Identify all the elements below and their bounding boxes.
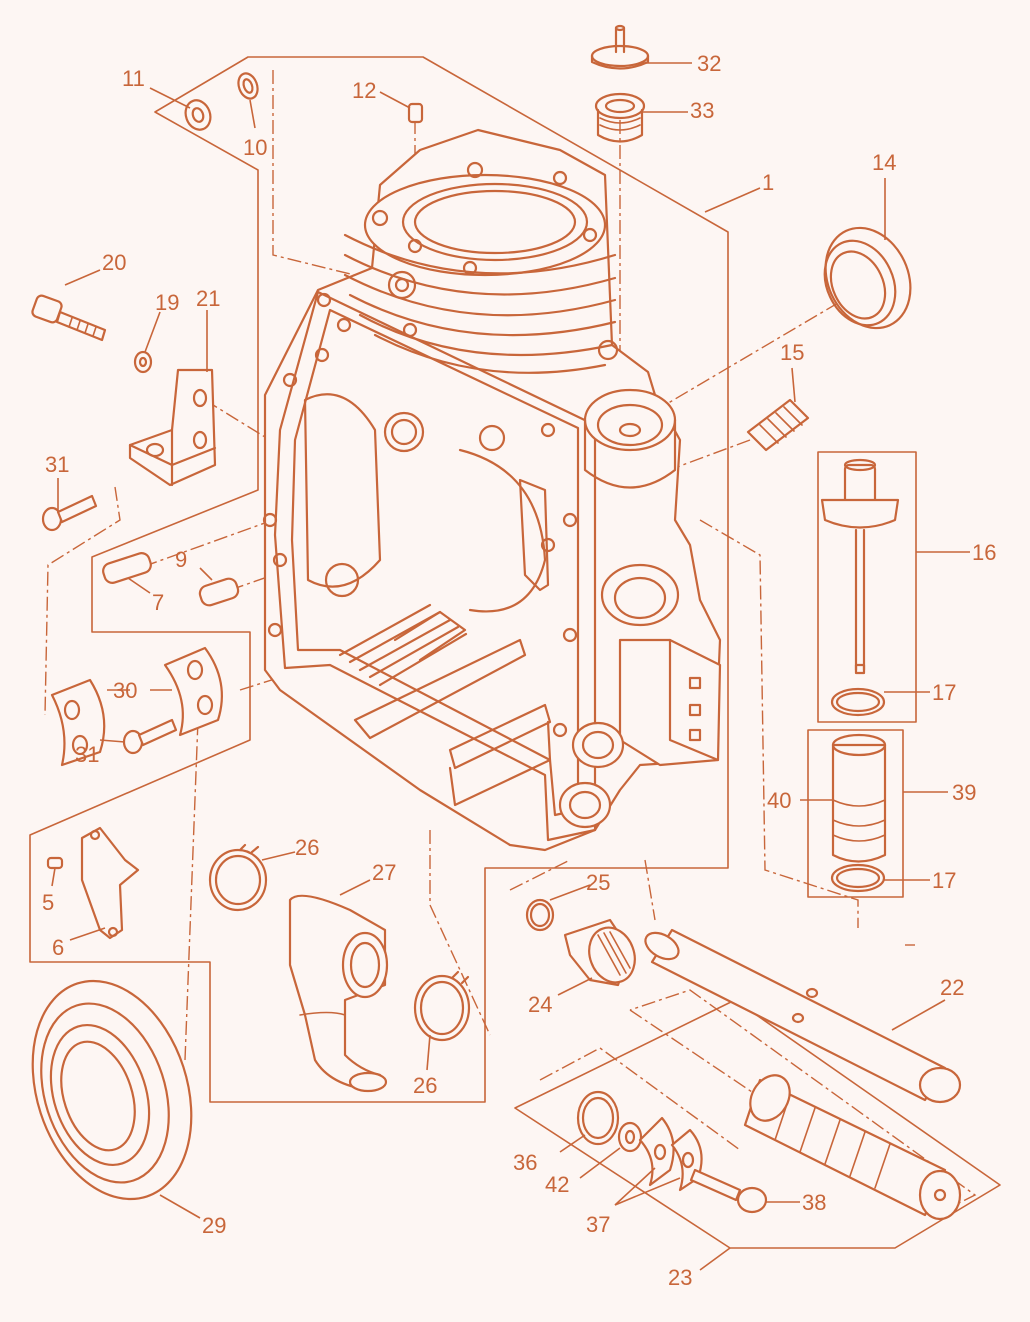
callout-9: 9 xyxy=(175,547,187,572)
callout-40: 40 xyxy=(767,788,791,813)
part-26-clamp-top xyxy=(208,843,268,912)
callout-33: 33 xyxy=(690,98,714,123)
part-7-pin xyxy=(102,552,152,584)
part-9-pin xyxy=(198,577,240,607)
part-17-oring-top xyxy=(830,687,886,717)
callout-10: 10 xyxy=(243,135,267,160)
callout-16: 16 xyxy=(972,540,996,565)
callout-39: 39 xyxy=(952,780,976,805)
part-15-stud xyxy=(746,398,810,452)
part-16-dipstick xyxy=(820,458,900,675)
part-31-screw-bottom xyxy=(122,718,178,755)
callout-22: 22 xyxy=(940,975,964,1000)
callout-27: 27 xyxy=(372,860,396,885)
callout-26-top: 26 xyxy=(295,835,319,860)
callout-7: 7 xyxy=(152,590,164,615)
crankcase xyxy=(262,128,722,852)
callout-37: 37 xyxy=(586,1212,610,1237)
part-5-screw xyxy=(46,856,64,870)
part-25-oring xyxy=(525,898,555,932)
callout-25: 25 xyxy=(586,870,610,895)
part-24-drain-plug xyxy=(563,918,636,987)
part-6-plate xyxy=(80,826,140,940)
part-22-tube xyxy=(644,928,962,1104)
callout-36: 36 xyxy=(513,1150,537,1175)
callout-1: 1 xyxy=(762,170,774,195)
part-30-shims xyxy=(50,646,223,767)
callout-38: 38 xyxy=(802,1190,826,1215)
part-14-seal xyxy=(823,226,912,330)
callout-19: 19 xyxy=(155,290,179,315)
callout-31-bottom: 31 xyxy=(75,742,99,767)
callout-24: 24 xyxy=(528,992,552,1017)
part-21-bracket xyxy=(128,368,217,487)
part-38-bolt xyxy=(689,1168,768,1214)
part-10-washer xyxy=(237,72,259,100)
callout-30: 30 xyxy=(113,678,137,703)
callout-21: 21 xyxy=(196,286,220,311)
part-26-clamp-bottom xyxy=(413,970,471,1042)
part-33-plug xyxy=(594,92,646,143)
callout-17-top: 17 xyxy=(932,680,956,705)
callout-32: 32 xyxy=(697,51,721,76)
callout-26-bottom: 26 xyxy=(413,1073,437,1098)
callout-23: 23 xyxy=(668,1265,692,1290)
callout-17-bottom: 17 xyxy=(932,868,956,893)
part-17-oring-bottom xyxy=(830,863,886,893)
callout-14: 14 xyxy=(872,150,896,175)
part-27-hose xyxy=(288,894,389,1093)
callout-15: 15 xyxy=(780,340,804,365)
part-11-nut xyxy=(184,99,212,131)
part-31-screw-top xyxy=(41,494,98,532)
callout-11: 11 xyxy=(122,66,145,91)
callout-5: 5 xyxy=(42,890,54,915)
part-36-oring xyxy=(576,1090,620,1146)
callout-20: 20 xyxy=(102,250,126,275)
callout-12: 12 xyxy=(352,78,376,103)
part-19-washer xyxy=(133,350,153,374)
callout-labels: 1 5 6 7 9 10 11 12 14 15 16 17 17 19 20 … xyxy=(42,51,996,1290)
part-42-washer xyxy=(617,1121,643,1153)
part-12-pin xyxy=(407,102,424,124)
part-20-bolt xyxy=(31,294,107,342)
callout-31-top: 31 xyxy=(45,452,69,477)
part-29-bearing xyxy=(31,979,193,1201)
part-40-filler-tube xyxy=(831,733,887,863)
leader-lines xyxy=(51,62,970,1271)
part-32-cap xyxy=(590,24,650,70)
callout-42: 42 xyxy=(545,1172,569,1197)
callout-6: 6 xyxy=(52,935,64,960)
callout-29: 29 xyxy=(202,1213,226,1238)
part-23-strainer xyxy=(743,1074,962,1221)
